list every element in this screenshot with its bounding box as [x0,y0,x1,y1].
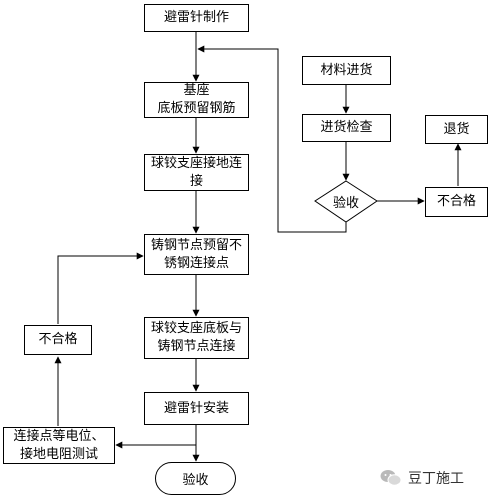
node-unqualified-right: 不合格 [425,187,488,217]
node-lightning-rod-install: 避雷针安装 [144,392,249,425]
decision-acceptance-label: 验收 [332,195,359,211]
node-base-plate-rebar: 基座 底板预留钢筋 [144,82,249,118]
node-return-goods: 退货 [425,115,488,144]
node-ball-hinge-to-cast-steel: 球铰支座底板与 铸钢节点连接 [144,317,249,359]
node-lightning-rod-fabrication: 避雷针制作 [144,4,249,32]
node-acceptance-final: 验收 [155,462,236,495]
node-arrival-inspection: 进货检查 [302,114,391,142]
decision-diamond [314,180,378,223]
connector-decision-to-mainline [197,45,347,233]
wechat-icon [380,469,402,487]
watermark-text: 豆丁施工 [408,471,464,487]
node-material-arrival: 材料进货 [302,56,391,85]
node-ball-hinge-grounding: 球铰支座接地连 接 [144,154,249,191]
node-cast-steel-stainless-point: 铸钢节点预留不 锈钢连接点 [144,234,249,275]
connector-unqualified-to-caststeel [57,252,144,324]
watermark: 豆丁施工 [380,466,484,490]
node-unqualified-left: 不合格 [24,325,92,355]
node-equipotential-test: 连接点等电位、 接地电阻测试 [3,427,115,464]
